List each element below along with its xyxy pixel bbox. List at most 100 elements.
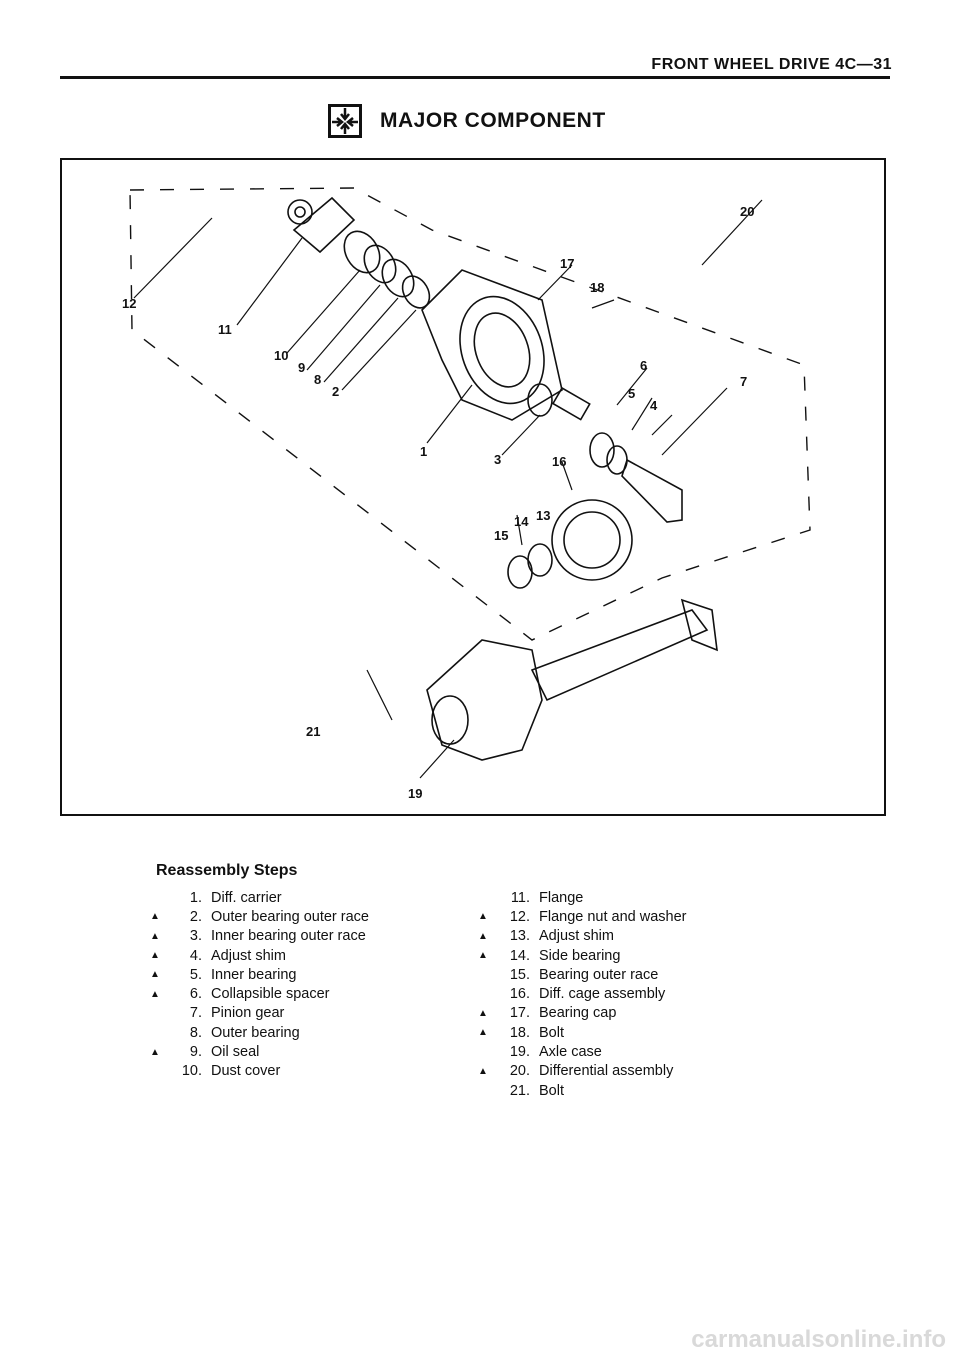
- step-label: Side bearing: [539, 947, 621, 964]
- step-row: ▲13.Adjust shim: [478, 927, 687, 946]
- step-label: Outer bearing: [211, 1024, 300, 1041]
- step-row: 1. Diff. carrier: [150, 888, 369, 907]
- callout-17: 17: [560, 256, 574, 271]
- section-title: MAJOR COMPONENT: [380, 109, 606, 132]
- step-row: 21. Bolt: [478, 1081, 687, 1100]
- callout-20: 20: [740, 204, 754, 219]
- exploded-diagram: 12 11 10 9 8 2 1 3 16 17 18 20 6 5 4 7 1…: [60, 158, 886, 816]
- step-number: 18.: [509, 1024, 530, 1041]
- step-number: 2.: [189, 908, 202, 925]
- step-number: 6.: [189, 986, 202, 1003]
- callout-11: 11: [218, 322, 232, 337]
- callout-7: 7: [740, 374, 747, 389]
- step-row: ▲ 9. Oil seal: [150, 1042, 369, 1061]
- step-number: 19.: [509, 1044, 530, 1061]
- step-row: 15. Bearing outer race: [478, 965, 687, 984]
- callout-16: 16: [552, 454, 566, 469]
- step-number: 4.: [189, 947, 202, 964]
- step-number: 7.: [189, 1005, 202, 1022]
- step-row: ▲ 2. Outer bearing outer race: [150, 907, 369, 926]
- diagram-drawing: 12 11 10 9 8 2 1 3 16 17 18 20 6 5 4 7 1…: [122, 187, 811, 801]
- step-row: ▲ 4. Adjust shim: [150, 946, 369, 965]
- callout-14: 14: [514, 514, 529, 529]
- callout-5: 5: [628, 386, 635, 401]
- step-label: Outer bearing outer race: [211, 908, 369, 925]
- page-header: FRONT WHEEL DRIVE 4C—31: [651, 56, 892, 73]
- step-number: 21.: [509, 1082, 530, 1099]
- step-number: 9.: [189, 1044, 202, 1061]
- callout-10: 10: [274, 348, 288, 363]
- step-number: 20.: [509, 1063, 530, 1080]
- section-heading: MAJOR COMPONENT: [328, 104, 606, 138]
- step-marker: ▲: [150, 988, 160, 1000]
- reassembly-steps-left: 1. Diff. carrier ▲ 2. Outer bearing outer r…: [150, 888, 369, 1081]
- step-row: ▲ 18. Bolt: [478, 1023, 687, 1042]
- step-marker: ▲: [478, 1027, 488, 1039]
- callout-13: 13: [536, 508, 550, 523]
- step-row: 11. Flange: [478, 888, 687, 907]
- callout-12: 12: [122, 296, 136, 311]
- step-row: ▲ 12. Flange nut and washer: [478, 907, 687, 926]
- callout-2: 2: [332, 384, 339, 399]
- step-marker: ▲: [478, 911, 488, 923]
- watermark: carmanualsonline.info: [691, 1326, 946, 1353]
- callout-6: 6: [640, 358, 647, 373]
- step-label: Diff. cage assembly: [539, 986, 666, 1003]
- callout-19: 19: [408, 786, 422, 801]
- step-label: Adjust shim: [211, 947, 286, 964]
- step-row: 10. Dust cover: [150, 1062, 369, 1081]
- step-number: 5.: [189, 966, 202, 983]
- step-label: Inner bearing: [211, 966, 297, 983]
- step-marker: ▲: [150, 930, 160, 942]
- step-marker: ▲: [150, 950, 160, 962]
- step-marker: ▲: [150, 969, 160, 981]
- step-label: Diff. carrier: [211, 889, 282, 906]
- step-row: ▲ 5. Inner bearing: [150, 965, 369, 984]
- step-label: Oil seal: [211, 1044, 260, 1061]
- step-label: Bolt: [539, 1082, 564, 1099]
- step-label: Axle case: [539, 1044, 602, 1061]
- step-row: 19. Axle case: [478, 1042, 687, 1061]
- step-marker: ▲: [150, 1046, 160, 1058]
- step-row: ▲20.Differential assembly: [478, 1062, 687, 1081]
- step-number: 13.: [509, 928, 530, 945]
- callout-21: 21: [306, 724, 320, 739]
- callout-1: 1: [420, 444, 427, 459]
- step-number: 8.: [189, 1024, 202, 1041]
- callout-18: 18: [590, 280, 604, 295]
- step-number: 17.: [509, 1005, 530, 1022]
- step-row: 7. Pinion gear: [150, 1004, 369, 1023]
- step-label: Pinion gear: [211, 1005, 285, 1022]
- step-row: ▲14.Side bearing: [478, 946, 687, 965]
- header-rule: [60, 76, 890, 79]
- step-number: 15.: [509, 966, 530, 983]
- step-row: 8. Outer bearing: [150, 1023, 369, 1042]
- step-number: 16.: [509, 986, 530, 1003]
- step-number: 14.: [509, 947, 530, 964]
- step-number: 3.: [189, 928, 202, 945]
- step-number: 11.: [510, 889, 530, 906]
- step-number: 1.: [189, 889, 202, 906]
- reassembly-steps-right: 11. Flange ▲ 12. Flange nut and washer ▲ 13.…: [478, 888, 687, 1100]
- step-label: Bolt: [539, 1024, 564, 1041]
- callout-15: 15: [494, 528, 508, 543]
- reassembly-title: Reassembly Steps: [156, 862, 298, 879]
- step-row: ▲ 6. Collapsible spacer: [150, 984, 369, 1003]
- step-label: Differential assembly: [539, 1063, 674, 1080]
- step-marker: ▲: [150, 911, 160, 923]
- step-label: Bearing outer race: [539, 966, 659, 983]
- step-marker: ▲: [478, 930, 488, 942]
- step-number: 10.: [181, 1063, 202, 1080]
- step-row: ▲17.Bearing cap: [478, 1004, 687, 1023]
- step-label: Inner bearing outer race: [211, 928, 366, 945]
- step-number: 12.: [509, 908, 530, 925]
- callout-8: 8: [314, 372, 321, 387]
- step-label: Flange nut and washer: [539, 908, 687, 925]
- callout-3: 3: [494, 452, 501, 467]
- step-label: Dust cover: [211, 1063, 281, 1080]
- step-label: Collapsible spacer: [211, 986, 330, 1003]
- exploded-view-icon: [328, 104, 362, 138]
- step-label: Flange: [539, 889, 584, 906]
- callout-9: 9: [298, 360, 305, 375]
- step-row: 16. Diff. cage assembly: [478, 984, 687, 1003]
